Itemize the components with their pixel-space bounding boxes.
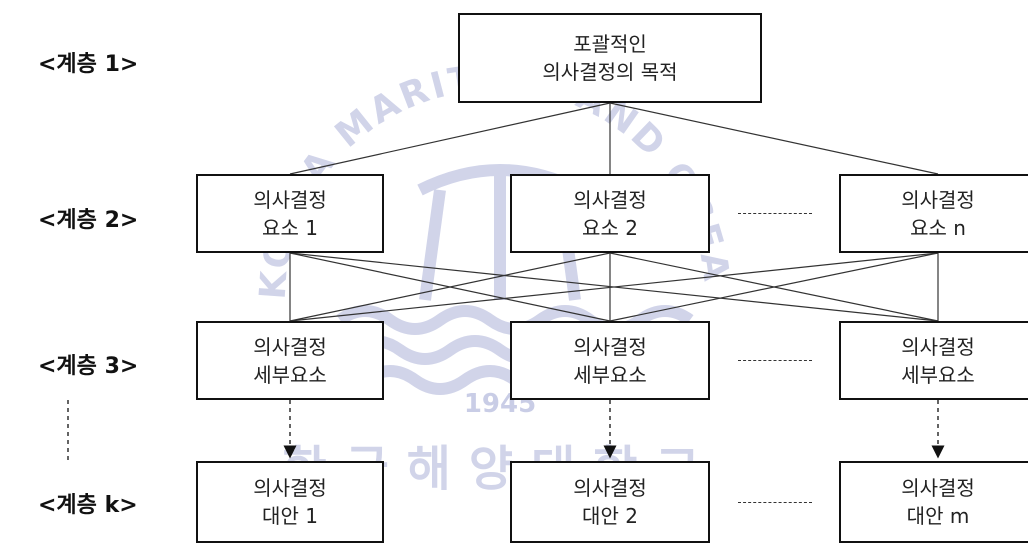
subcriterion-3-line2: 세부요소 <box>901 362 975 387</box>
goal-line1: 포괄적인 <box>573 32 647 56</box>
subcriterion-node-3: 의사결정 세부요소 <box>839 321 1028 400</box>
alternative-2-line2: 대안 2 <box>582 504 638 528</box>
subcriterion-node-2: 의사결정 세부요소 <box>510 321 710 400</box>
edge-c3-s1 <box>289 252 939 322</box>
criterion-3-line1: 의사결정 <box>901 187 975 212</box>
level-label-2: <계층 2> <box>38 208 139 233</box>
edge-goal-c1 <box>289 102 611 175</box>
edge-c3-s2 <box>609 252 939 322</box>
edge-goal-c3 <box>609 102 939 175</box>
criterion-2-line2: 요소 2 <box>582 215 638 240</box>
criterion-node-2: 의사결정 요소 2 <box>510 174 710 253</box>
goal-node: 포괄적인 의사결정의 목적 <box>458 13 762 103</box>
subcriterion-2-line2: 세부요소 <box>573 362 647 387</box>
criterion-1-line1: 의사결정 <box>253 187 327 212</box>
subcriterion-3-line1: 의사결정 <box>901 334 975 359</box>
subcriterion-node-1: 의사결정 세부요소 <box>196 321 384 400</box>
criterion-node-1: 의사결정 요소 1 <box>196 174 384 253</box>
alternative-2-line1: 의사결정 <box>573 476 647 500</box>
level-label-1: <계층 1> <box>38 52 139 77</box>
level-label-k: <계층 k> <box>38 493 138 518</box>
alternative-1-line1: 의사결정 <box>253 476 327 500</box>
ellipsis-dash-level-k <box>738 502 812 503</box>
goal-line2: 의사결정의 목적 <box>542 60 678 84</box>
level-label-3: <계층 3> <box>38 354 139 379</box>
alternative-node-1: 의사결정 대안 1 <box>196 461 384 543</box>
criterion-2-line1: 의사결정 <box>573 187 647 212</box>
criterion-node-3: 의사결정 요소 n <box>839 174 1028 253</box>
criterion-3-line2: 요소 n <box>910 215 966 240</box>
alternative-node-2: 의사결정 대안 2 <box>510 461 710 543</box>
ellipsis-dash-level-2 <box>738 213 812 214</box>
alternative-3-line2: 대안 m <box>906 504 970 528</box>
alternative-3-line1: 의사결정 <box>901 476 975 500</box>
alternative-1-line2: 대안 1 <box>262 504 318 528</box>
ellipsis-dash-level-3 <box>738 360 812 361</box>
subcriterion-2-line1: 의사결정 <box>573 334 647 359</box>
subcriterion-1-line1: 의사결정 <box>253 334 327 359</box>
edge-c2-s1 <box>289 252 611 322</box>
subcriterion-1-line2: 세부요소 <box>253 362 327 387</box>
criterion-1-line2: 요소 1 <box>262 215 318 240</box>
alternative-node-3: 의사결정 대안 m <box>839 461 1028 543</box>
